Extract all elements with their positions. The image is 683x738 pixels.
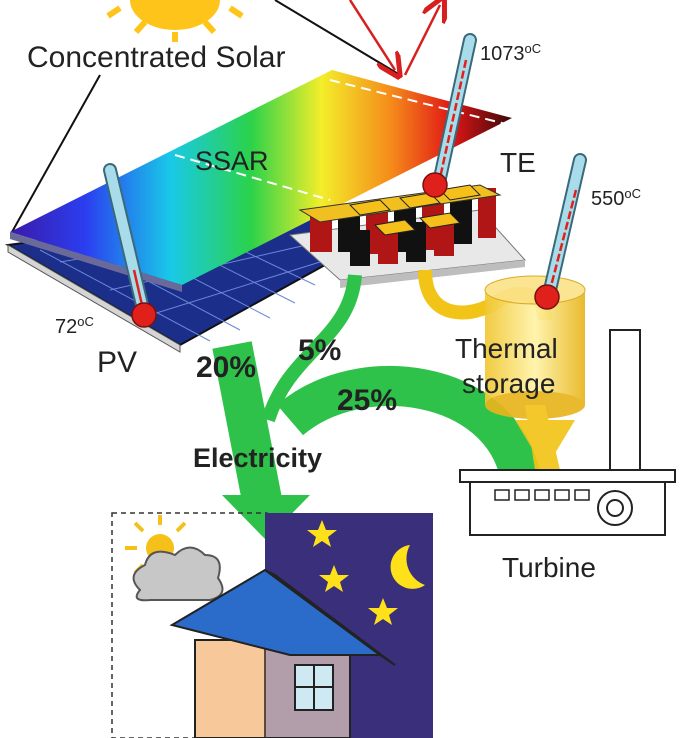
turbine-icon [459, 329, 676, 536]
thermal-storage-label-line2: storage [462, 368, 555, 399]
te-module [288, 184, 527, 288]
thermal-storage-label-line1: Thermal [455, 333, 558, 364]
house-icon [169, 568, 396, 738]
te-percentage-label: 5% [298, 334, 341, 367]
thermal-storage-tank [484, 275, 586, 470]
electricity-label: Electricity [193, 443, 322, 473]
temperature-pv-label: 72oC [55, 314, 94, 338]
ray-line [11, 74, 101, 233]
turbine-percentage-label: 25% [337, 384, 397, 417]
moon-icon [390, 545, 425, 589]
incident-ray [348, 0, 395, 70]
electricity-flow-arrows [212, 274, 540, 504]
thermometer-top-icon [422, 33, 477, 198]
reflected-ray [403, 5, 440, 76]
stars-icon [307, 520, 398, 625]
sun-icon [106, 0, 244, 42]
ray-line [274, 0, 401, 76]
thermometer-mid-icon [534, 153, 587, 310]
te-label: TE [500, 147, 536, 178]
pv-label: PV [97, 346, 137, 379]
temperature-mid-label: 550oC [591, 186, 641, 210]
ssar-label: SSAR [195, 146, 269, 176]
cloud-icon [132, 546, 224, 602]
temperature-top-label: 1073oC [480, 41, 541, 65]
thermometer-pv-icon [103, 163, 157, 328]
turbine-label: Turbine [502, 552, 596, 583]
concentrated-solar-label: Concentrated Solar [27, 41, 286, 74]
pv-percentage-label: 20% [196, 351, 256, 384]
